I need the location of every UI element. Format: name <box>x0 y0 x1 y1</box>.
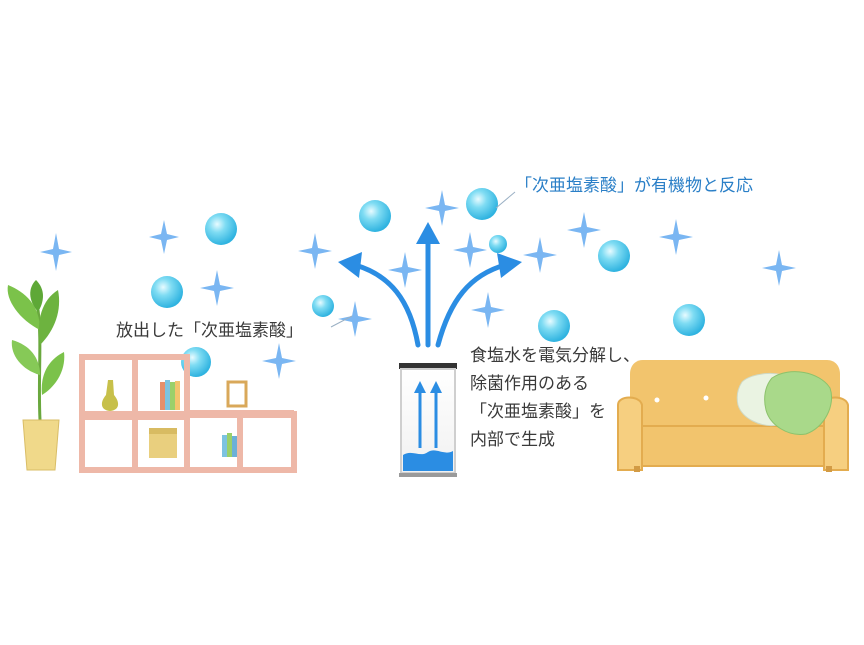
sofa-arm-left <box>617 396 643 471</box>
book <box>227 433 232 457</box>
photo-frame <box>226 380 248 408</box>
cushion-green <box>764 371 832 435</box>
bubble <box>205 213 237 245</box>
device-top <box>399 363 457 369</box>
arrow-right-head <box>497 253 522 278</box>
arrow-up-head <box>416 222 440 244</box>
released-pointer <box>330 315 353 328</box>
device-line: 「次亜塩素酸」を <box>470 402 606 422</box>
device-line: 除菌作用のある <box>470 374 589 394</box>
sofa <box>617 360 849 472</box>
sparkle-icon <box>200 270 234 306</box>
sparkle-icon <box>262 343 296 379</box>
bubble <box>466 188 498 220</box>
water <box>403 450 453 471</box>
released-label: 放出した「次亜塩素酸」 <box>116 321 303 341</box>
bookshelf <box>79 354 297 473</box>
sparkle-icon <box>40 233 72 271</box>
plant <box>7 280 65 471</box>
sparkle-icon <box>659 219 693 255</box>
sparkle-icon <box>762 250 796 286</box>
sparkle-icon <box>338 301 372 337</box>
leaf <box>30 280 43 312</box>
bubble <box>538 310 570 342</box>
storage-box <box>149 432 177 458</box>
bubble <box>151 276 183 308</box>
sofa-leg <box>634 466 640 472</box>
arrow-left-head <box>338 252 362 278</box>
sparkle-icon <box>298 233 332 269</box>
vase <box>101 380 119 411</box>
sparkle-icon <box>149 220 179 254</box>
device-base <box>399 473 457 477</box>
sparkle-icon <box>523 237 557 273</box>
plant-pot <box>22 419 60 471</box>
leaf <box>41 352 65 395</box>
sparkle-icon <box>567 212 601 248</box>
reaction-pointer <box>495 191 516 209</box>
book <box>175 381 180 410</box>
sparkle-icon <box>425 190 459 226</box>
bubble <box>598 240 630 272</box>
sparkles <box>40 190 796 379</box>
release-arrows <box>352 237 508 348</box>
sparkle-icon <box>471 292 505 328</box>
bubbles <box>151 188 705 377</box>
sparkle-icon <box>453 232 487 268</box>
device-description: 食塩水を電気分解し、 除菌作用のある 「次亜塩素酸」を 内部で生成 <box>470 342 640 454</box>
reaction-label: 「次亜塩素酸」が有機物と反応 <box>515 176 753 196</box>
bubble <box>673 304 705 336</box>
book <box>165 380 170 410</box>
arrow-left <box>352 262 421 348</box>
device-line: 内部で生成 <box>470 430 555 450</box>
arrow-right <box>435 262 508 348</box>
book <box>232 436 237 457</box>
book <box>160 382 165 410</box>
bubble <box>489 235 507 253</box>
book <box>170 382 175 410</box>
bubble <box>312 295 334 317</box>
sparkle-icon <box>388 252 422 288</box>
sofa-leg <box>826 466 832 472</box>
leaf <box>7 285 40 330</box>
bubble <box>359 200 391 232</box>
leaf <box>11 340 40 375</box>
purifier-device <box>399 363 457 477</box>
device-line: 食塩水を電気分解し、 <box>470 346 640 366</box>
arrow-heads <box>338 222 522 278</box>
book <box>222 435 227 457</box>
leaf <box>38 290 60 345</box>
shelf-frame-mid <box>187 410 294 418</box>
